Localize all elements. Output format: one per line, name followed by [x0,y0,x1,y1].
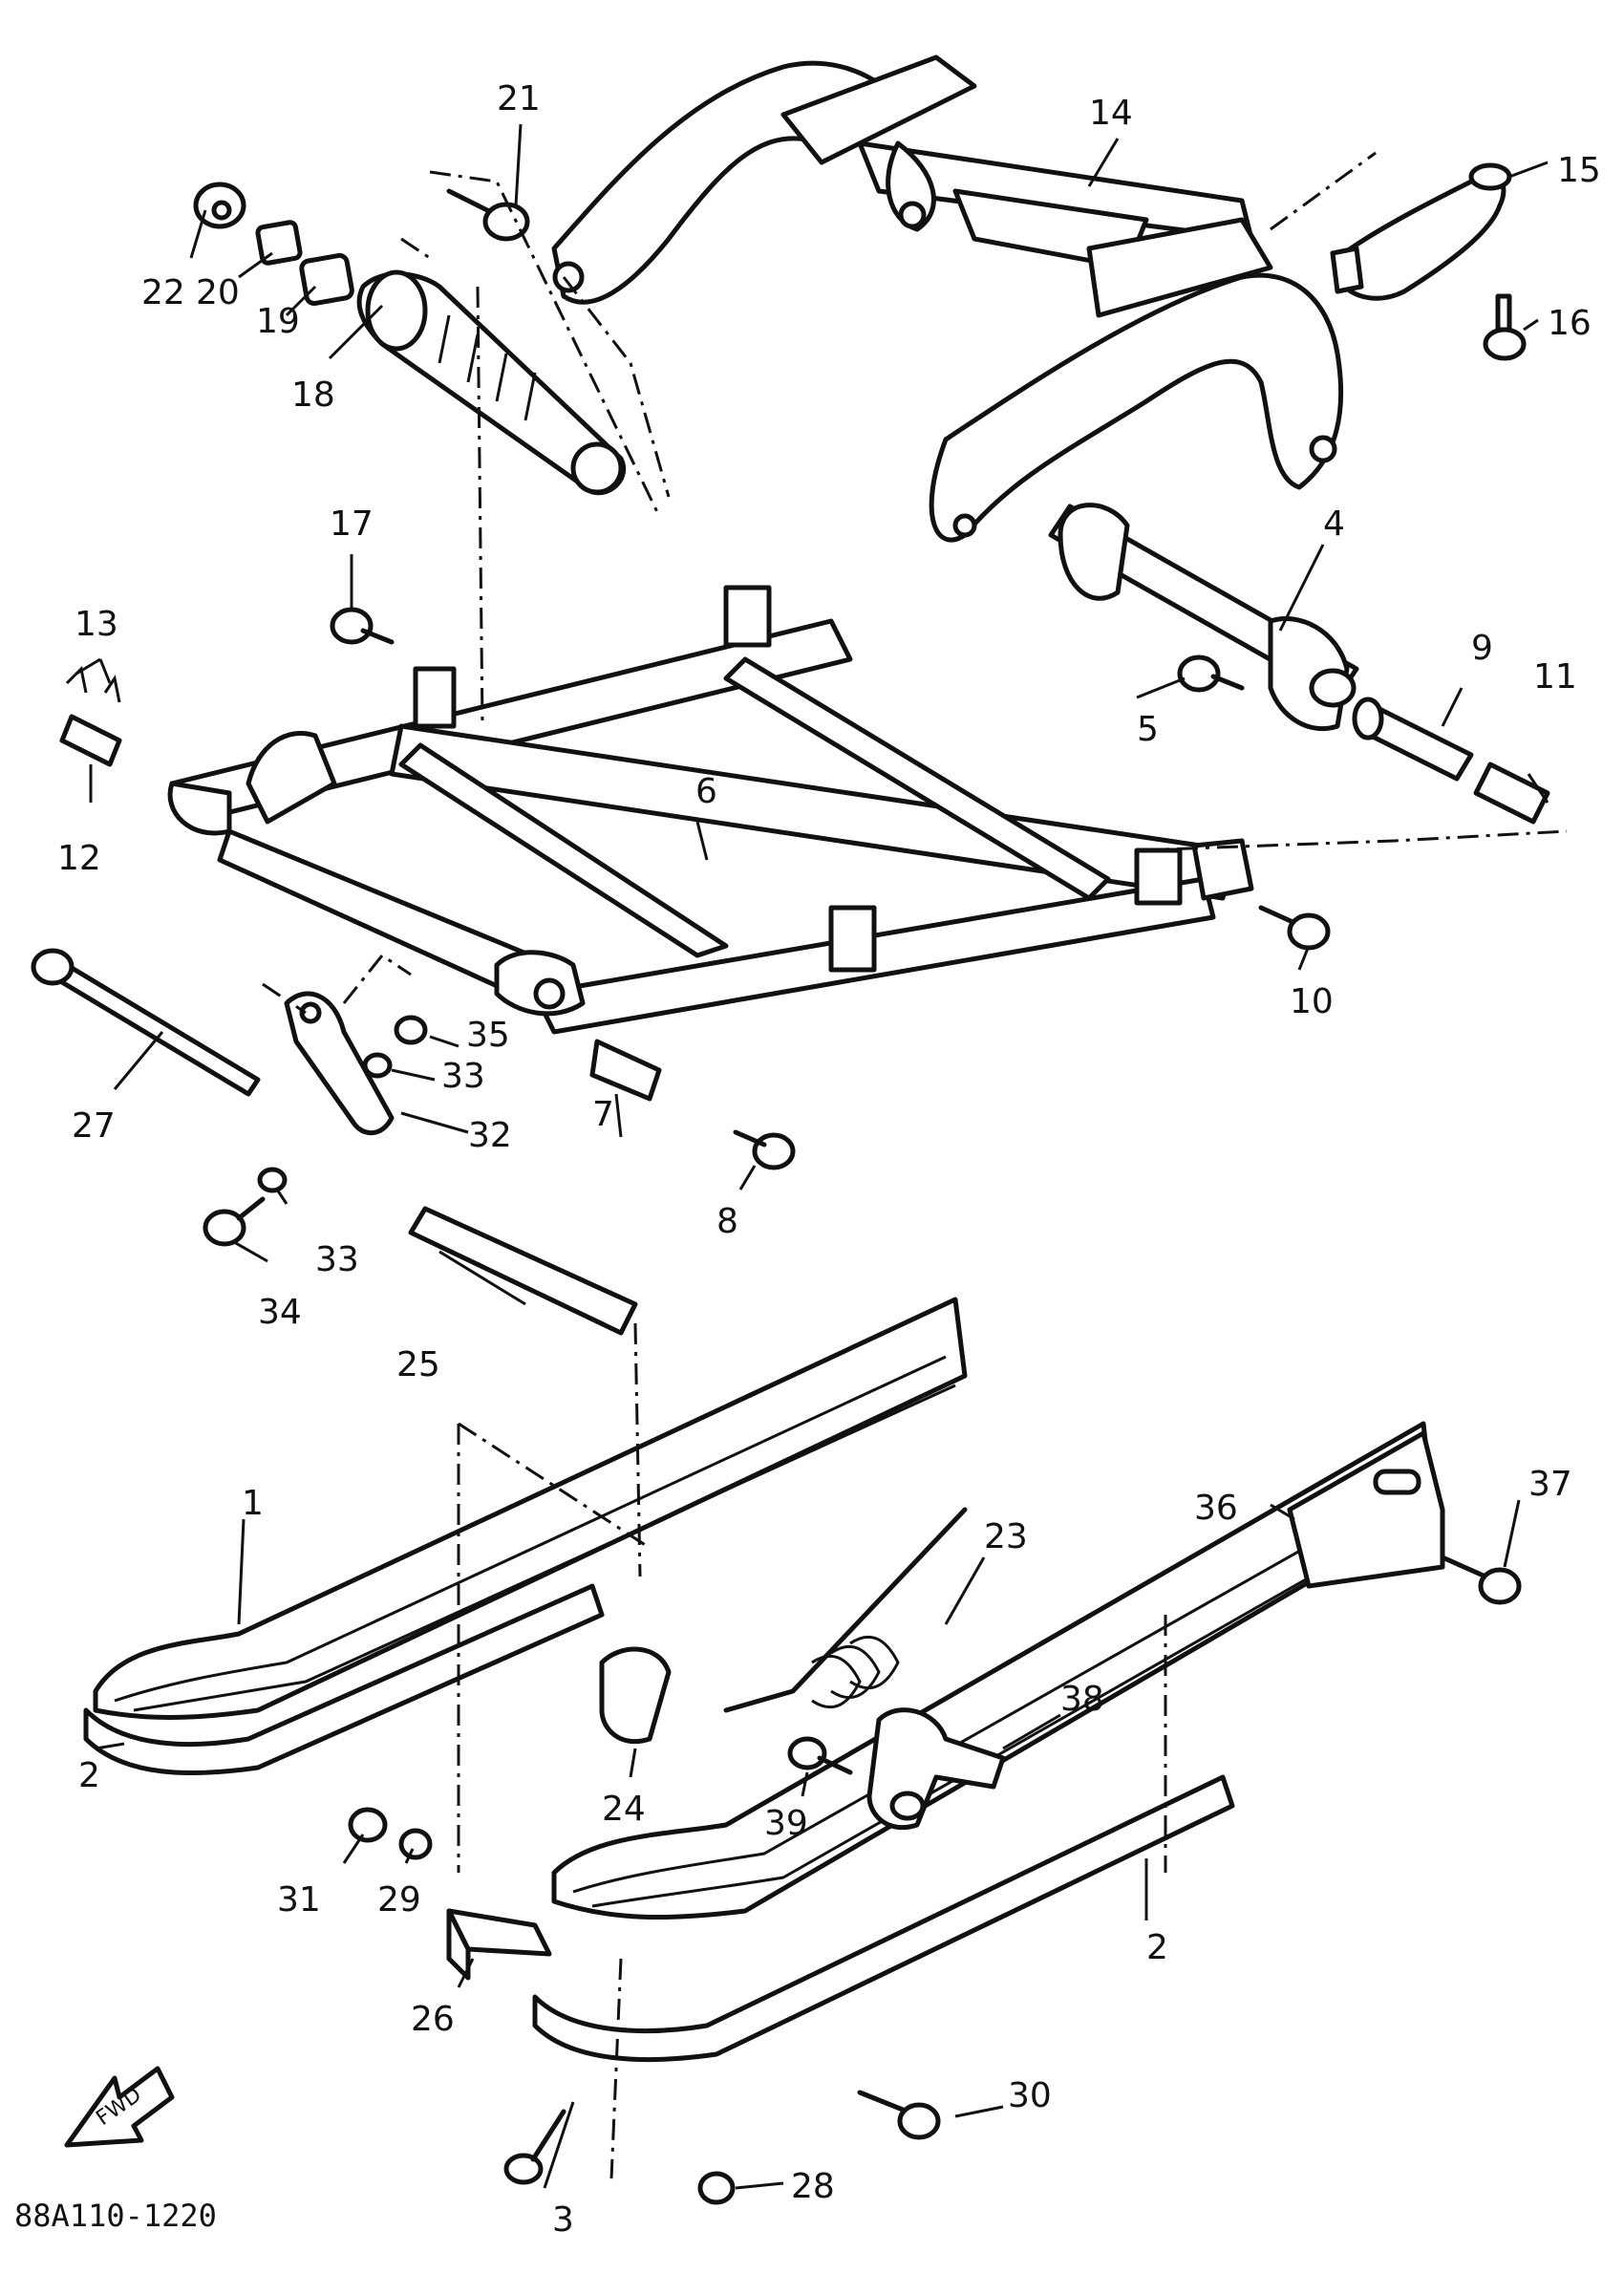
collar-11 [1473,762,1550,825]
callout-37: 37 [1528,1465,1572,1504]
bolt-5 [1177,654,1245,693]
callout-16: 16 [1548,304,1592,343]
callout-10: 10 [1290,982,1334,1021]
screw-3 [503,2109,566,2185]
bolt-16 [1483,293,1527,361]
bolt-34 [203,1196,266,1247]
fwd-arrow-icon: FWD [64,2066,175,2148]
callout-17: 17 [330,504,374,544]
bolt-8 [733,1129,796,1170]
callout-21: 21 [497,79,541,118]
left-runner-2 [83,1583,605,1776]
alignment-lines [262,151,1568,2179]
callout-5: 5 [1137,710,1159,749]
callout-1: 1 [242,1484,264,1523]
callout-27: 27 [72,1106,116,1146]
callout-18: 18 [291,375,335,415]
callout-4: 4 [1323,504,1345,544]
spacer-7 [589,1039,662,1102]
callout-24: 24 [602,1790,646,1829]
strap-15 [1330,162,1512,301]
callout-33-lower: 33 [315,1240,359,1279]
bushing-19 [299,252,354,307]
callout-13: 13 [75,605,118,644]
callout-14: 14 [1089,94,1133,133]
right-runner-3-base [532,1774,1235,2063]
callout-29: 29 [377,1880,421,1920]
callout-34: 34 [258,1293,302,1332]
nut-28 [697,2171,736,2205]
pin-9 [1352,697,1474,782]
callout-35: 35 [466,1016,510,1055]
callouts: 1 2 2 3 4 5 6 7 8 9 10 11 12 13 14 15 16… [14,79,1601,2240]
callout-19: 19 [256,302,300,341]
callout-9: 9 [1471,629,1493,668]
callout-32: 32 [468,1116,512,1155]
callout-6: 6 [695,772,717,811]
callout-28: 28 [791,2167,835,2206]
callout-25: 25 [396,1345,440,1384]
bolt-39 [787,1736,853,1775]
shaft-4 [1048,503,1359,732]
nut-31 [348,1807,388,1843]
collar-20 [255,220,303,266]
left-rail-1 [93,1297,968,1720]
long-bolt-27 [31,948,261,1097]
upper-bracket-14 [551,54,1344,543]
callout-12: 12 [57,839,101,878]
callout-33-upper: 33 [441,1057,485,1096]
main-frame-6 [167,585,1254,1035]
callout-30: 30 [1008,2076,1052,2115]
bracket-32 [284,991,395,1136]
washer-33b [257,1167,288,1193]
bolt-30 [857,2090,941,2140]
callout-22: 22 [141,273,185,312]
bolt-37 [1440,1555,1522,1605]
tube-25 [408,1206,638,1336]
shock-absorber-18 [356,269,627,496]
pin-12 [59,714,122,767]
callout-20: 20 [196,273,240,312]
callout-2-left: 2 [78,1756,100,1795]
callout-39: 39 [764,1804,808,1843]
spring-23 [723,1507,968,1713]
callout-26: 26 [411,2000,455,2039]
callout-3: 3 [552,2200,574,2240]
callout-2-right: 2 [1146,1928,1168,1967]
callout-15: 15 [1557,151,1601,190]
block-26 [446,1908,552,1981]
callout-36: 36 [1194,1489,1238,1528]
spring-bracket-38 [866,1707,1006,1831]
bolt-10 [1258,905,1331,951]
callout-11: 11 [1533,657,1577,697]
callout-23: 23 [984,1517,1028,1556]
bracket-24 [599,1646,672,1745]
callout-7: 7 [592,1095,614,1134]
callout-38: 38 [1060,1680,1104,1719]
diagram-code: 88A110-1220 [14,2198,217,2234]
washer-33a [362,1052,393,1079]
bolt-17 [330,607,395,645]
leader-lines [75,123,1549,2190]
plate-36 [1287,1430,1445,1589]
clip-13 [65,665,121,703]
nut-22 [193,182,246,229]
collar-29 [398,1828,433,1860]
nut-35 [394,1015,428,1045]
callout-8: 8 [716,1202,738,1241]
callout-31: 31 [277,1880,321,1920]
